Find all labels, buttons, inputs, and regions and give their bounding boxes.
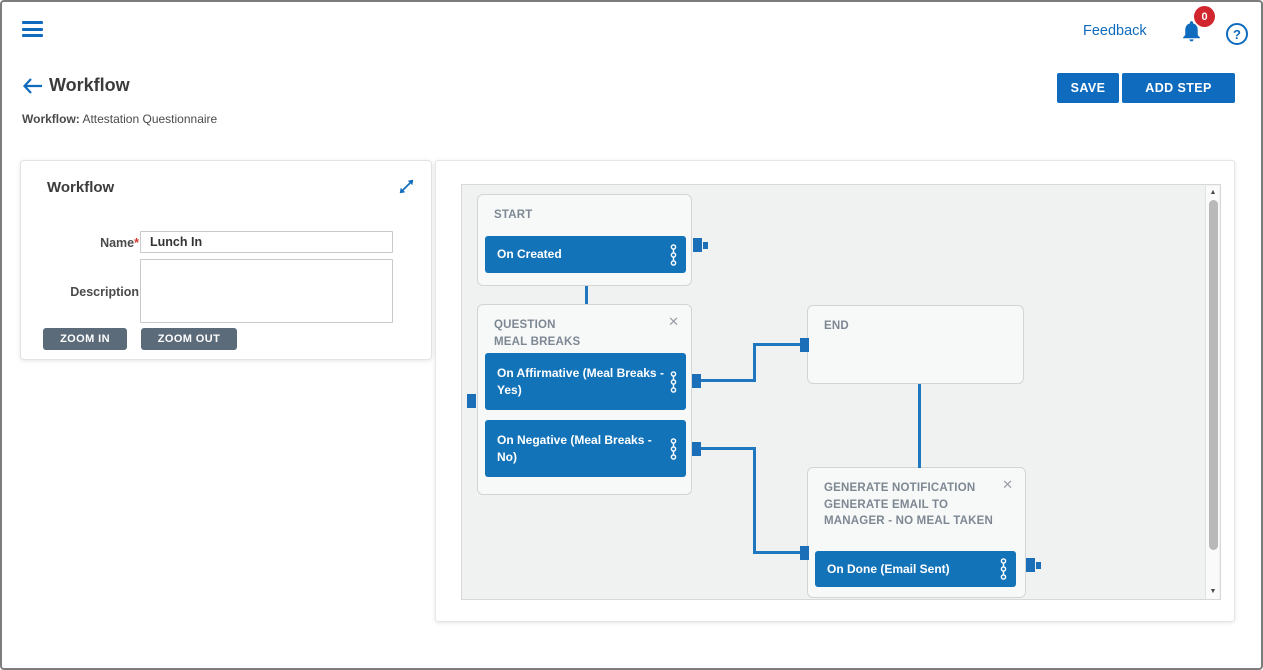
output-port-negative[interactable]: [692, 442, 701, 456]
node-question[interactable]: QUESTION MEAL BREAKS ✕ On Affirmative (M…: [477, 304, 692, 495]
workflow-diagram-panel: START On Created QUESTION MEAL BREAKS ✕ …: [435, 160, 1235, 622]
name-label-text: Name: [100, 236, 135, 250]
node-name-label: MEAL BREAKS: [494, 335, 581, 348]
notification-count-badge: 0: [1194, 6, 1215, 27]
node-type-label: QUESTION: [494, 319, 556, 331]
node-type-label: GENERATE NOTIFICATION: [824, 482, 976, 494]
save-button[interactable]: SAVE: [1057, 73, 1119, 103]
input-port-generate[interactable]: [800, 546, 809, 560]
output-port-affirmative[interactable]: [692, 374, 701, 388]
connector-line-negative-h2: [753, 551, 800, 554]
page-title: Workflow: [49, 75, 130, 95]
name-input[interactable]: [140, 231, 393, 253]
input-port-end[interactable]: [800, 338, 809, 352]
scrollbar-down-arrow[interactable]: ▼: [1209, 588, 1217, 595]
output-port-nub: [1036, 562, 1041, 569]
connector-line-done-to-end: [918, 384, 921, 468]
step-button-label: On Affirmative (Meal Breaks - Yes): [497, 366, 664, 397]
output-port-on-created[interactable]: [693, 238, 702, 252]
required-asterisk: *: [134, 236, 139, 250]
scrollbar-up-arrow[interactable]: ▲: [1209, 189, 1217, 196]
close-icon[interactable]: ✕: [1002, 477, 1013, 492]
node-start[interactable]: START On Created: [477, 194, 692, 286]
workflow-properties-card: Workflow Name* Description ZOOM IN ZOOM …: [20, 160, 432, 360]
add-step-button[interactable]: ADD STEP: [1122, 73, 1235, 103]
input-port-question[interactable]: [467, 394, 476, 408]
step-button-label: On Negative (Meal Breaks - No): [497, 433, 652, 464]
connector-line-negative-v: [753, 447, 756, 554]
zoom-out-button[interactable]: ZOOM OUT: [141, 328, 237, 350]
connector-handle-icon: [669, 437, 678, 461]
step-button-label: On Created: [497, 247, 562, 262]
node-generate-notification[interactable]: GENERATE NOTIFICATION GENERATE EMAIL TO …: [807, 467, 1026, 598]
feedback-link[interactable]: Feedback: [1083, 23, 1147, 39]
hamburger-bar: [22, 21, 43, 24]
description-textarea[interactable]: [140, 259, 393, 323]
subtitle-value: Attestation Questionnaire: [82, 112, 218, 126]
workflow-canvas[interactable]: START On Created QUESTION MEAL BREAKS ✕ …: [461, 184, 1221, 600]
description-field-label: Description: [70, 285, 139, 299]
node-end-title: END: [824, 320, 849, 332]
step-button-on-affirmative[interactable]: On Affirmative (Meal Breaks - Yes): [485, 353, 686, 410]
step-button-label: On Done (Email Sent): [827, 561, 950, 576]
connector-line-affirmative-h2: [753, 343, 800, 346]
connector-handle-icon: [999, 557, 1008, 581]
scrollbar-thumb[interactable]: [1208, 200, 1218, 550]
connector-line-start-to-question: [585, 286, 588, 304]
back-arrow-icon[interactable]: [22, 78, 43, 99]
name-field-label: Name*: [27, 236, 139, 250]
hamburger-menu-icon[interactable]: [22, 21, 44, 41]
node-end[interactable]: END: [807, 305, 1024, 384]
subtitle-label: Workflow:: [22, 112, 80, 126]
step-button-on-negative[interactable]: On Negative (Meal Breaks - No): [485, 420, 686, 477]
node-question-title: QUESTION MEAL BREAKS: [494, 317, 661, 350]
notifications-bell-icon[interactable]: [1179, 18, 1205, 46]
output-port-on-done[interactable]: [1026, 558, 1035, 572]
expand-icon[interactable]: [399, 179, 414, 199]
connector-handle-icon: [669, 243, 678, 267]
hamburger-bar: [22, 27, 43, 31]
output-port-nub: [703, 242, 708, 249]
connector-line-affirmative-v: [753, 343, 756, 382]
step-button-on-created[interactable]: On Created: [485, 236, 686, 273]
close-icon[interactable]: ✕: [668, 314, 679, 329]
card-title: Workflow: [47, 179, 115, 196]
step-button-on-done[interactable]: On Done (Email Sent): [815, 551, 1016, 587]
zoom-in-button[interactable]: ZOOM IN: [43, 328, 127, 350]
node-name-label: GENERATE EMAIL TO MANAGER - NO MEAL TAKE…: [824, 498, 994, 528]
canvas-scrollbar: ▲ ▼: [1205, 186, 1219, 599]
connector-handle-icon: [669, 370, 678, 394]
connector-line-negative-h1: [701, 447, 756, 450]
breadcrumb-subtitle: Workflow: Attestation Questionnaire: [22, 112, 217, 126]
node-start-title: START: [494, 209, 533, 221]
node-generate-title: GENERATE NOTIFICATION GENERATE EMAIL TO …: [824, 480, 995, 530]
hamburger-bar: [22, 34, 43, 37]
help-icon[interactable]: ?: [1226, 23, 1248, 45]
connector-line-affirmative-h1: [701, 379, 756, 382]
